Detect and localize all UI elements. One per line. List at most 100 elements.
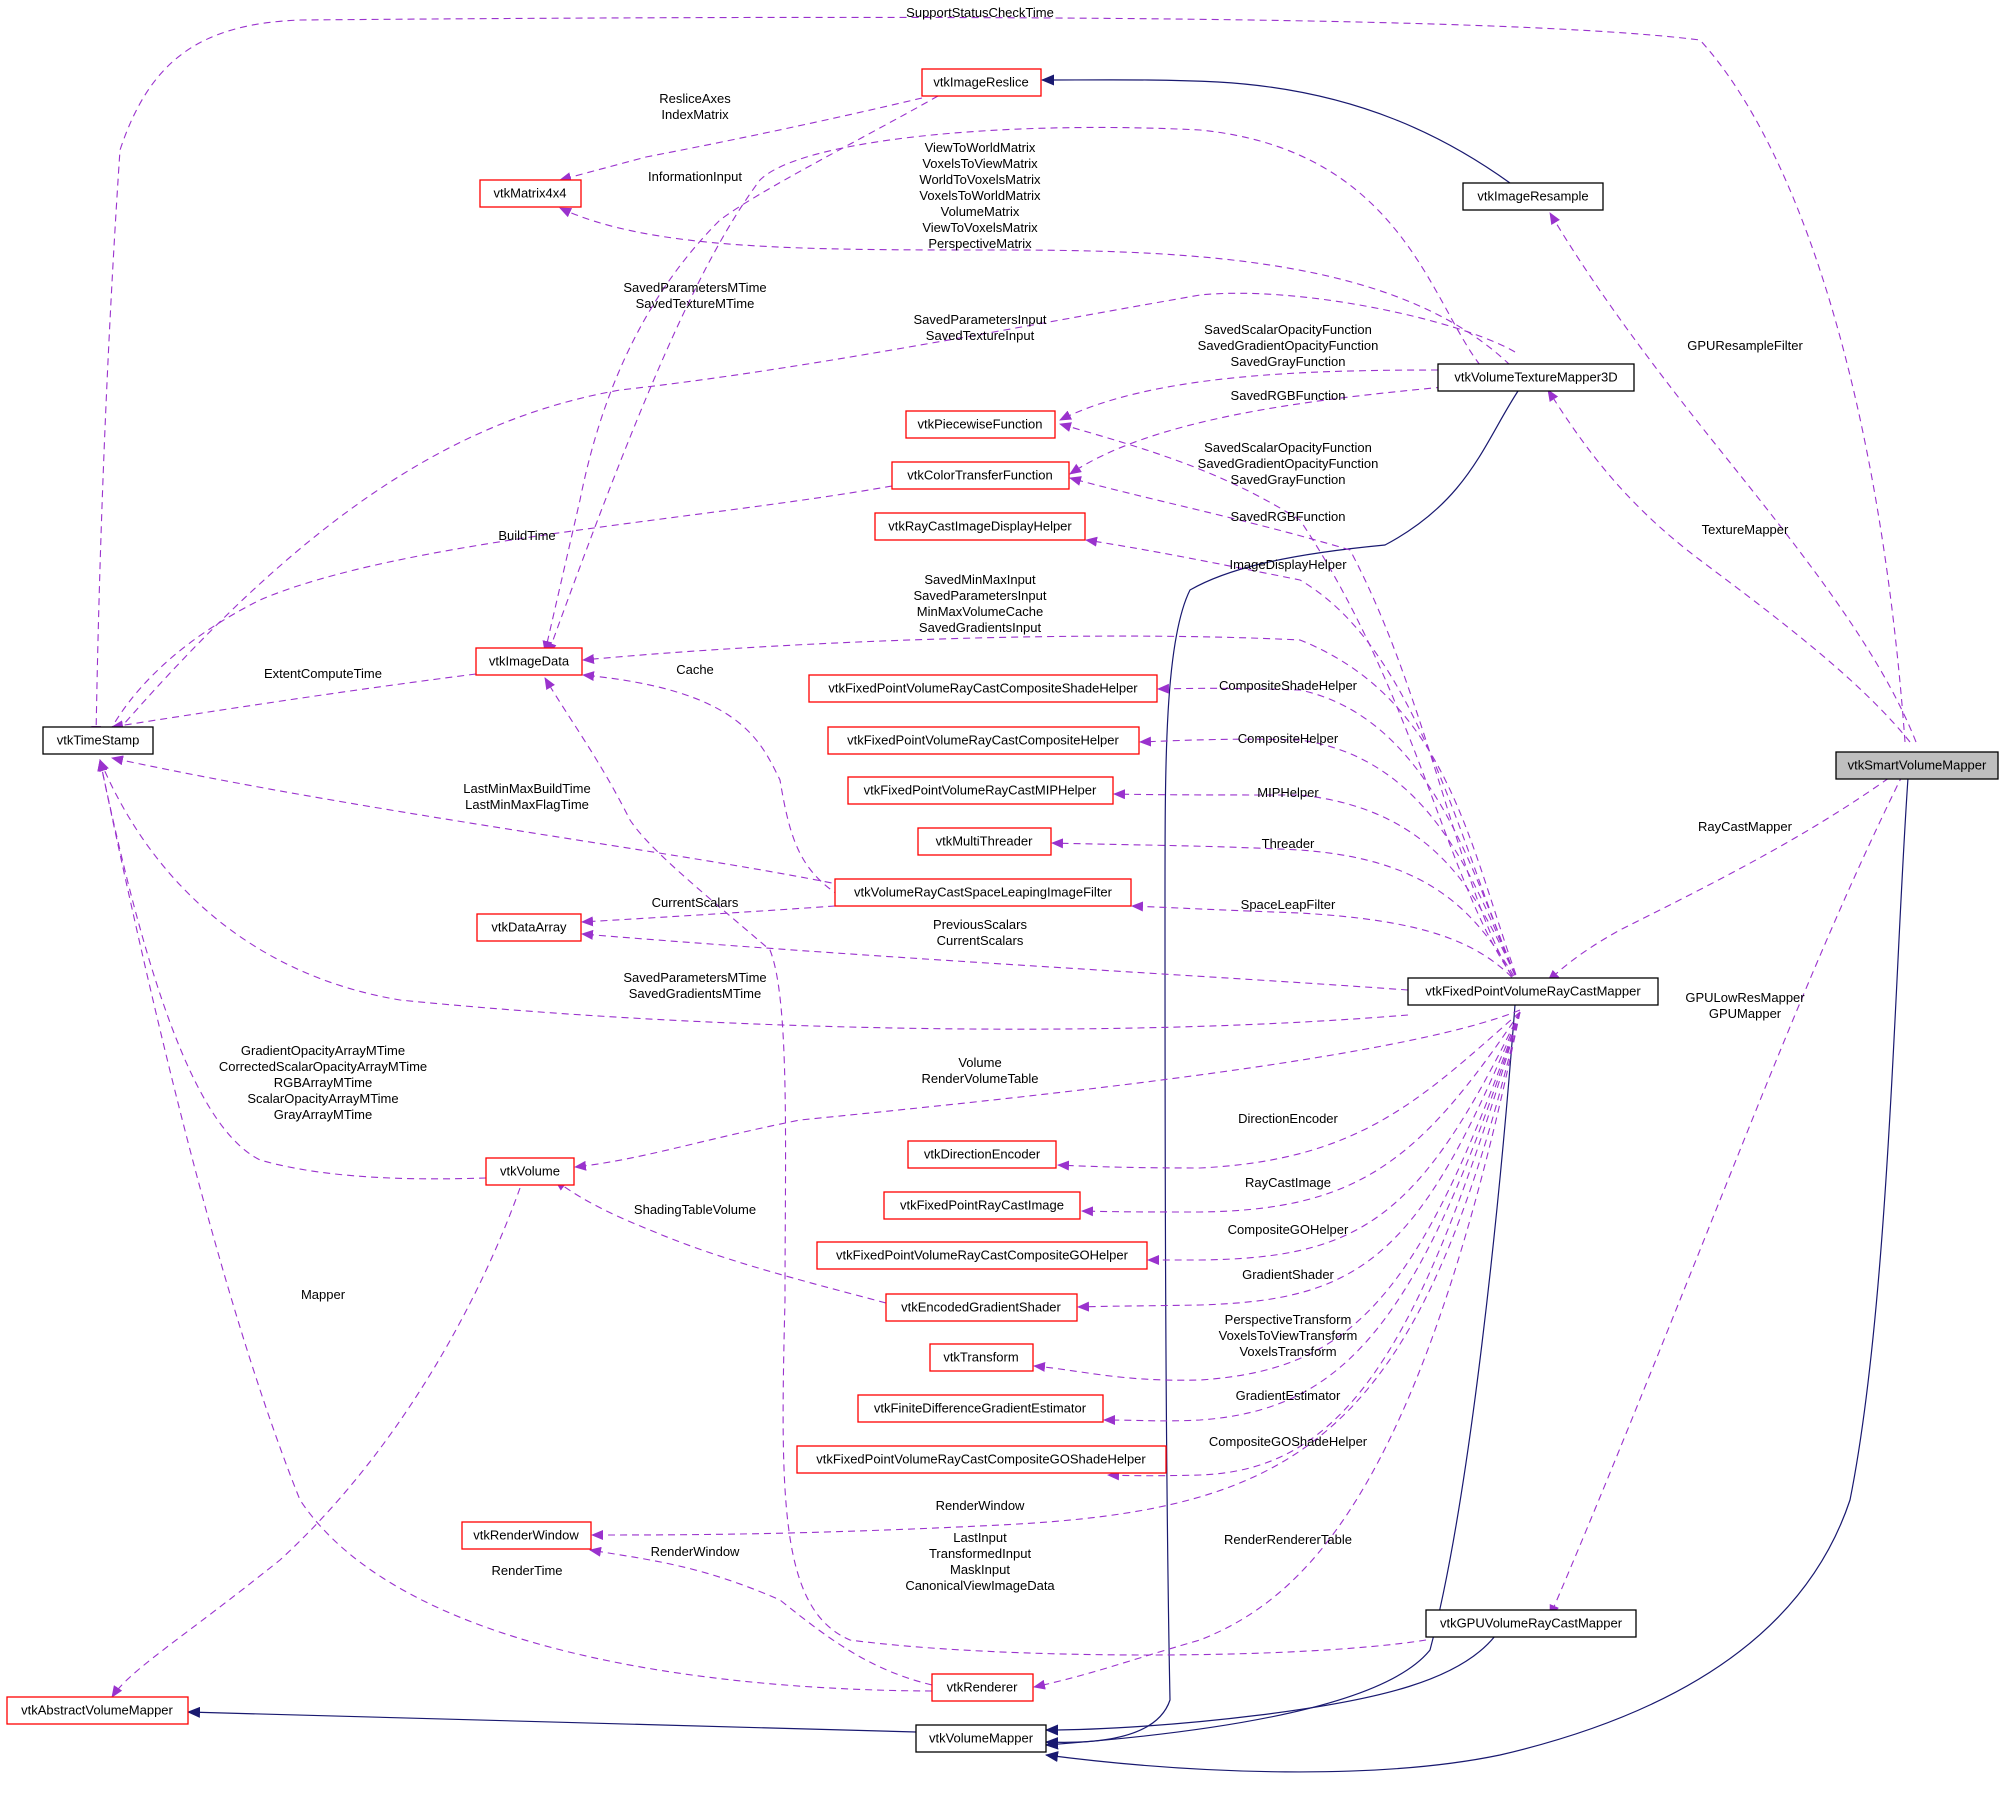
node-vtk-abstract-volume-mapper[interactable]: vtkAbstractVolumeMapper: [6, 1696, 189, 1725]
edge-render-window-renderer: [589, 1546, 933, 1686]
node-vtk-finite-difference-gradient-estimator[interactable]: vtkFiniteDifferenceGradientEstimator: [857, 1394, 1104, 1423]
label-threader: Threader: [1262, 836, 1315, 851]
label-gpu-low-res-1: GPULowResMapper: [1685, 990, 1805, 1005]
label-render-window-fp: RenderWindow: [936, 1498, 1025, 1513]
node-vtk-fp-composite-go-helper[interactable]: vtkFixedPointVolumeRayCastCompositeGOHel…: [816, 1241, 1148, 1270]
svg-text:vtkRenderer: vtkRenderer: [947, 1680, 1018, 1695]
edge-saved-params-input: [109, 292, 1516, 741]
label-last-input-3: MaskInput: [950, 1562, 1010, 1577]
edge-saved-params-mtime-texture: [547, 126, 1481, 655]
label-direction-encoder: DirectionEncoder: [1238, 1111, 1338, 1126]
svg-text:vtkAbstractVolumeMapper: vtkAbstractVolumeMapper: [21, 1703, 173, 1718]
node-vtk-time-stamp[interactable]: vtkTimeStamp: [42, 726, 154, 755]
label-texture-matrix-7: PerspectiveMatrix: [928, 236, 1032, 251]
node-vtk-volume[interactable]: vtkVolume: [485, 1157, 575, 1186]
node-vtk-image-reslice[interactable]: vtkImageReslice: [921, 68, 1042, 97]
edge-labels: SupportStatusCheckTime ResliceAxes Index…: [219, 5, 1805, 1593]
label-texture-matrix-1: ViewToWorldMatrix: [925, 140, 1036, 155]
label-composite-go-helper: CompositeGOHelper: [1228, 1222, 1349, 1237]
node-vtk-fixed-point-raycast-image[interactable]: vtkFixedPointRayCastImage: [883, 1191, 1081, 1220]
node-vtk-gpu-volume-raycast-mapper[interactable]: vtkGPUVolumeRayCastMapper: [1425, 1609, 1637, 1638]
label-volume-render-table-2: RenderVolumeTable: [921, 1071, 1038, 1086]
label-previous-scalars-1: PreviousScalars: [933, 917, 1027, 932]
label-saved-params-mtime-2: SavedTextureMTime: [636, 296, 755, 311]
label-texture-matrix-2: VoxelsToViewMatrix: [922, 156, 1038, 171]
label-gradient-opacity-3: RGBArrayMTime: [274, 1075, 372, 1090]
node-vtk-raycast-image-display-helper[interactable]: vtkRayCastImageDisplayHelper: [874, 512, 1086, 541]
edge-last-min-max: [111, 755, 891, 897]
edge-image-resample-inherits-image-reslice: [1041, 74, 1511, 184]
node-vtk-fp-composite-shade-helper[interactable]: vtkFixedPointVolumeRayCastCompositeShade…: [808, 674, 1158, 703]
label-texture-matrix-5: VolumeMatrix: [941, 204, 1020, 219]
svg-text:vtkImageData: vtkImageData: [489, 654, 570, 669]
edge-mapper: [111, 1187, 521, 1698]
svg-text:vtkMultiThreader: vtkMultiThreader: [936, 834, 1033, 849]
node-vtk-fp-composite-go-shade-helper[interactable]: vtkFixedPointVolumeRayCastCompositeGOSha…: [796, 1445, 1167, 1474]
label-saved-params-gradients-1: SavedParametersMTime: [623, 970, 766, 985]
edge-texture-mapper: [1547, 389, 1911, 743]
svg-text:vtkImageResample: vtkImageResample: [1477, 189, 1588, 204]
node-vtk-fp-mip-helper[interactable]: vtkFixedPointVolumeRayCastMIPHelper: [847, 776, 1114, 805]
node-vtk-volume-texture-mapper-3d[interactable]: vtkVolumeTextureMapper3D: [1437, 363, 1635, 392]
edge-gpu-low-res: [1549, 763, 1909, 1617]
label-transforms-1: PerspectiveTransform: [1225, 1312, 1352, 1327]
node-vtk-encoded-gradient-shader[interactable]: vtkEncodedGradientShader: [885, 1293, 1078, 1322]
node-vtk-volume-mapper[interactable]: vtkVolumeMapper: [915, 1724, 1047, 1753]
edge-support-status-check-time: [91, 16, 1906, 743]
label-tex-rgb: SavedRGBFunction: [1231, 388, 1346, 403]
label-last-input-1: LastInput: [953, 1530, 1007, 1545]
edge-gradient-estimator: [1103, 1011, 1521, 1426]
node-vtk-matrix4x4[interactable]: vtkMatrix4x4: [479, 179, 582, 208]
edge-composite-shade-helper: [1157, 683, 1521, 987]
edge-composite-go-shade-helper: [1107, 1011, 1521, 1481]
label-image-display-helper: ImageDisplayHelper: [1229, 557, 1347, 572]
label-saved-params-input-1: SavedParametersInput: [914, 312, 1047, 327]
node-vtk-color-transfer-function[interactable]: vtkColorTransferFunction: [891, 461, 1070, 490]
svg-text:vtkColorTransferFunction: vtkColorTransferFunction: [907, 468, 1052, 483]
label-render-renderer-table: RenderRendererTable: [1224, 1532, 1352, 1547]
label-last-min-max-1: LastMinMaxBuildTime: [463, 781, 590, 796]
node-vtk-transform[interactable]: vtkTransform: [929, 1343, 1034, 1372]
edge-composite-helper: [1139, 736, 1521, 987]
label-composite-helper: CompositeHelper: [1238, 731, 1339, 746]
label-shading-table-volume: ShadingTableVolume: [634, 1202, 756, 1217]
svg-text:vtkDataArray: vtkDataArray: [491, 920, 567, 935]
node-vtk-render-window[interactable]: vtkRenderWindow: [461, 1521, 592, 1550]
label-last-min-max-2: LastMinMaxFlagTime: [465, 797, 589, 812]
node-vtk-image-data[interactable]: vtkImageData: [475, 647, 583, 676]
svg-text:vtkPiecewiseFunction: vtkPiecewiseFunction: [918, 417, 1043, 432]
node-vtk-smart-volume-mapper[interactable]: vtkSmartVolumeMapper: [1835, 751, 1999, 780]
edge-tex-scalar-opacity: [1059, 369, 1439, 421]
label-render-time: RenderTime: [491, 1563, 562, 1578]
edge-mip-helper: [1113, 789, 1521, 987]
node-vtk-multi-threader[interactable]: vtkMultiThreader: [917, 827, 1052, 856]
svg-text:vtkTimeStamp: vtkTimeStamp: [57, 733, 140, 748]
label-gradient-opacity-4: ScalarOpacityArrayMTime: [247, 1091, 398, 1106]
edge-render-renderer-table: [1033, 1011, 1521, 1690]
label-gradient-estimator: GradientEstimator: [1236, 1388, 1341, 1403]
svg-text:vtkMatrix4x4: vtkMatrix4x4: [494, 186, 567, 201]
edge-render-time: [97, 759, 933, 1692]
label-reslice-axes-1: ResliceAxes: [659, 91, 731, 106]
node-vtk-piecewise-function[interactable]: vtkPiecewiseFunction: [905, 410, 1056, 439]
node-vtk-image-resample[interactable]: vtkImageResample: [1462, 182, 1604, 211]
node-vtk-space-leaping-image-filter[interactable]: vtkVolumeRayCastSpaceLeapingImageFilter: [834, 878, 1132, 907]
node-vtk-direction-encoder[interactable]: vtkDirectionEncoder: [907, 1140, 1057, 1169]
node-vtk-fp-composite-helper[interactable]: vtkFixedPointVolumeRayCastCompositeHelpe…: [827, 726, 1140, 755]
label-information-input: InformationInput: [648, 169, 742, 184]
label-saved-params-gradients-2: SavedGradientsMTime: [629, 986, 761, 1001]
label-last-input-2: TransformedInput: [929, 1546, 1032, 1561]
svg-text:vtkFixedPointVolumeRayCastMapp: vtkFixedPointVolumeRayCastMapper: [1425, 984, 1641, 999]
svg-text:vtkImageReslice: vtkImageReslice: [933, 75, 1028, 90]
node-vtk-renderer[interactable]: vtkRenderer: [931, 1673, 1034, 1702]
label-min-max-1: SavedMinMaxInput: [924, 572, 1036, 587]
node-vtk-data-array[interactable]: vtkDataArray: [476, 913, 582, 942]
edge-raycast-mapper: [1547, 763, 1909, 982]
label-transforms-2: VoxelsToViewTransform: [1219, 1328, 1358, 1343]
label-texture-matrix-4: VoxelsToWorldMatrix: [919, 188, 1041, 203]
node-vtk-fixed-point-volume-raycast-mapper[interactable]: vtkFixedPointVolumeRayCastMapper: [1407, 977, 1659, 1006]
edge-raycast-image: [1081, 1011, 1521, 1217]
label-last-input-4: CanonicalViewImageData: [905, 1578, 1055, 1593]
svg-text:vtkVolumeRayCastSpaceLeapingIm: vtkVolumeRayCastSpaceLeapingImageFilter: [854, 885, 1113, 900]
label-gpu-low-res-2: GPUMapper: [1709, 1006, 1782, 1021]
